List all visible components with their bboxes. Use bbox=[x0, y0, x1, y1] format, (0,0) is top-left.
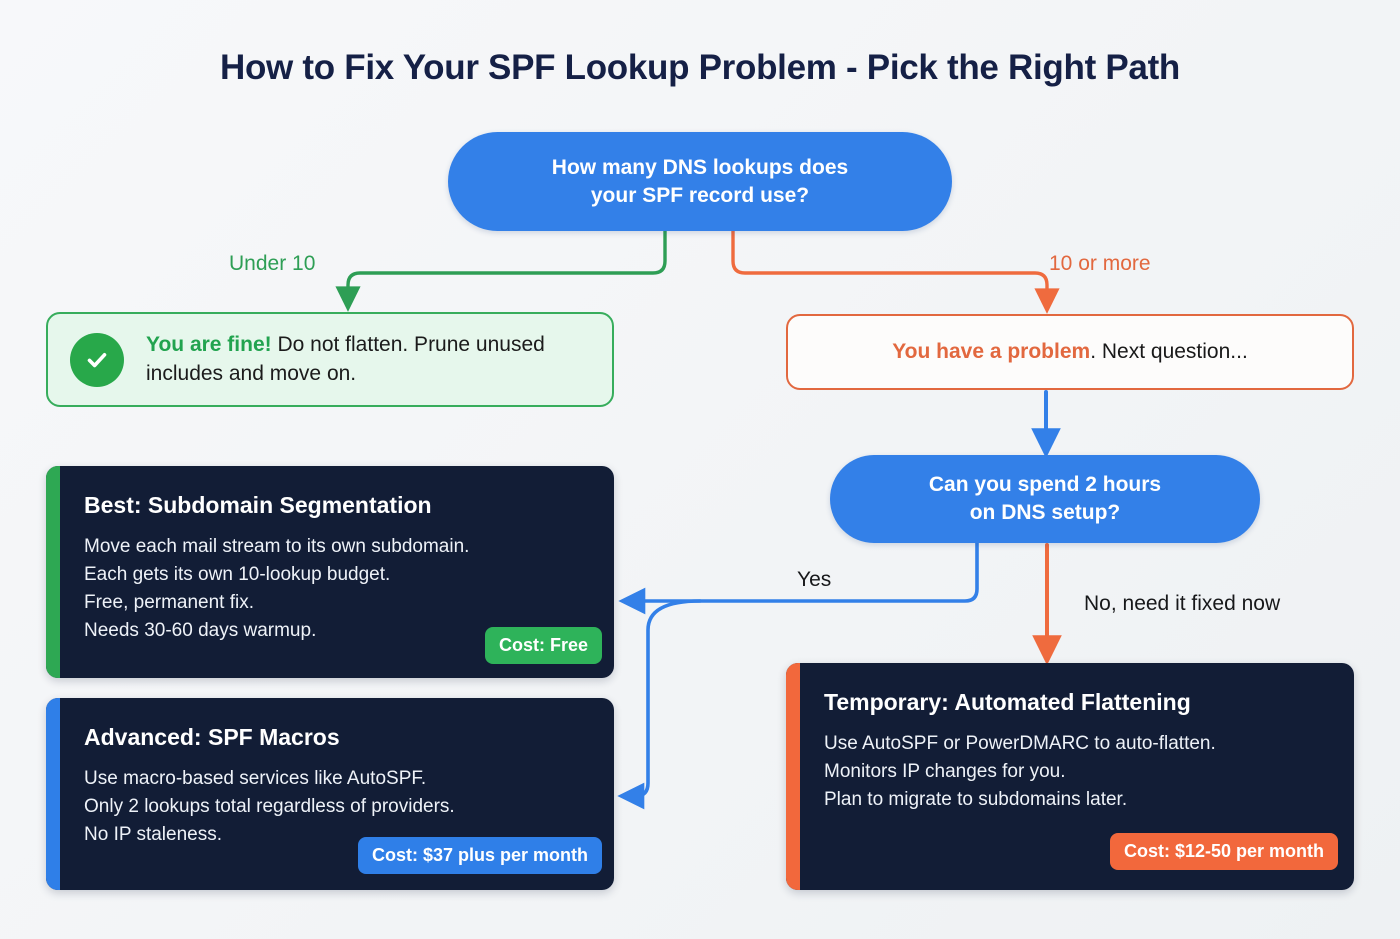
card-body-macros: Use macro-based services like AutoSPF. O… bbox=[84, 768, 455, 845]
edge-under-10 bbox=[335, 229, 667, 312]
decision-node-dns-lookups[interactable]: How many DNS lookups does your SPF recor… bbox=[448, 132, 952, 231]
solution-card-subdomain-segmentation: Best: Subdomain Segmentation Move each m… bbox=[46, 466, 614, 678]
card-title-flatten: Temporary: Automated Flattening bbox=[824, 689, 1191, 715]
edge-yes-to-macros bbox=[617, 599, 702, 810]
cost-badge-flatten: Cost: $12-50 per month bbox=[1109, 833, 1338, 870]
edge-label-10-or-more: 10 or more bbox=[1049, 252, 1151, 275]
card-title-macros: Advanced: SPF Macros bbox=[84, 724, 340, 750]
solution-card-spf-macros: Advanced: SPF Macros Use macro-based ser… bbox=[46, 698, 614, 890]
cost-badge-subdomain: Cost: Free bbox=[484, 627, 602, 664]
check-circle-icon bbox=[70, 332, 124, 387]
outcome-you-are-fine: You are fine! Do not flatten. Prune unus… bbox=[46, 312, 614, 407]
card-body-flatten: Use AutoSPF or PowerDMARC to auto-flatte… bbox=[824, 733, 1216, 810]
outcome-fine-highlight: You are fine! bbox=[146, 332, 272, 356]
edge-label-under-10: Under 10 bbox=[229, 252, 316, 275]
page-title: How to Fix Your SPF Lookup Problem - Pic… bbox=[219, 48, 1181, 87]
edge-label-yes: Yes bbox=[797, 568, 832, 591]
card-accent-bar-green bbox=[46, 466, 60, 678]
card-body-subdomain: Move each mail stream to its own subdoma… bbox=[84, 536, 470, 641]
decision-node-dns-setup-time-text: Can you spend 2 hours on DNS setup? bbox=[928, 473, 1162, 524]
card-accent-bar-orange bbox=[786, 663, 800, 890]
cost-badge-macros: Cost: $37 plus per month bbox=[357, 837, 602, 874]
card-title-subdomain: Best: Subdomain Segmentation bbox=[84, 492, 432, 518]
outcome-problem-rest: . Next question... bbox=[1090, 340, 1248, 363]
outcome-you-have-a-problem-text: You have a problem. Next question... bbox=[892, 340, 1248, 364]
outcome-fine-rest: Do not flatten. Prune unused includes an… bbox=[146, 332, 545, 385]
card-accent-bar-blue bbox=[46, 698, 60, 890]
edge-10-or-more bbox=[731, 229, 1060, 314]
decision-node-dns-lookups-text: How many DNS lookups does your SPF recor… bbox=[551, 155, 849, 207]
outcome-you-have-a-problem: You have a problem. Next question... bbox=[786, 314, 1354, 390]
solution-card-automated-flattening: Temporary: Automated Flattening Use Auto… bbox=[786, 663, 1354, 890]
outcome-you-are-fine-text: You are fine! Do not flatten. Prune unus… bbox=[146, 331, 590, 389]
edge-label-no: No, need it fixed now bbox=[1084, 592, 1281, 615]
outcome-problem-highlight: You have a problem bbox=[892, 340, 1091, 363]
decision-node-dns-setup-time[interactable]: Can you spend 2 hours on DNS setup? bbox=[830, 455, 1260, 543]
